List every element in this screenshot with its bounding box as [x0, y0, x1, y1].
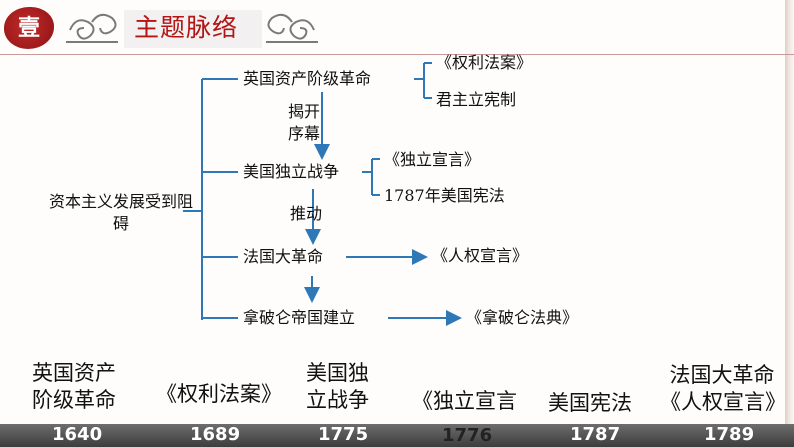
node-american-war: 美国独立战争	[243, 162, 340, 181]
page-title: 主题脉络	[134, 13, 239, 42]
output-rights-of-man: 《人权宣言》	[432, 246, 529, 265]
timeline-label-bill: 《权利法案》	[156, 382, 282, 406]
timeline-year-1689: 1689	[190, 424, 241, 445]
timeline-year-1640: 1640	[52, 424, 103, 445]
timeline-year-1775: 1775	[318, 424, 369, 445]
output-bill-of-rights: 《权利法案》	[436, 53, 533, 72]
left-cloud-ornament-icon	[66, 13, 118, 43]
timeline-label-us-war: 美国独立战争	[306, 361, 369, 412]
title-divider	[0, 54, 794, 55]
link-label-unveil: 揭开序幕	[288, 102, 321, 143]
right-cloud-ornament-icon	[266, 13, 318, 43]
output-declaration-independence: 《独立宣言》	[384, 150, 481, 169]
timeline-label-declaration: 《独立宣言	[412, 389, 517, 413]
output-us-constitution: 1787年美国宪法	[384, 186, 505, 205]
timeline-label-france: 法国大革命《人权宣言》	[660, 363, 786, 414]
link-label-push: 推动	[290, 204, 323, 223]
node-england-revolution: 英国资产阶级革命	[243, 69, 372, 88]
root-node: 资本主义发展受到阻碍	[48, 192, 193, 233]
output-napoleonic-code: 《拿破仑法典》	[466, 308, 579, 327]
decorative-right-border	[785, 0, 794, 447]
section-seal: 壹	[4, 7, 54, 49]
title-background	[124, 10, 262, 48]
node-french-revolution: 法国大革命	[243, 247, 324, 266]
output-constitutional-monarchy: 君主立宪制	[436, 90, 517, 109]
timeline-bar	[0, 424, 794, 447]
timeline-year-1787: 1787	[570, 424, 621, 445]
timeline-label-england: 英国资产阶级革命	[32, 361, 116, 412]
timeline-year-1789: 1789	[704, 424, 755, 445]
timeline-label-us-constitution: 美国宪法	[548, 391, 632, 415]
node-napoleon-empire: 拿破仑帝国建立	[243, 308, 356, 327]
timeline-year-1776: 1776	[442, 425, 493, 446]
